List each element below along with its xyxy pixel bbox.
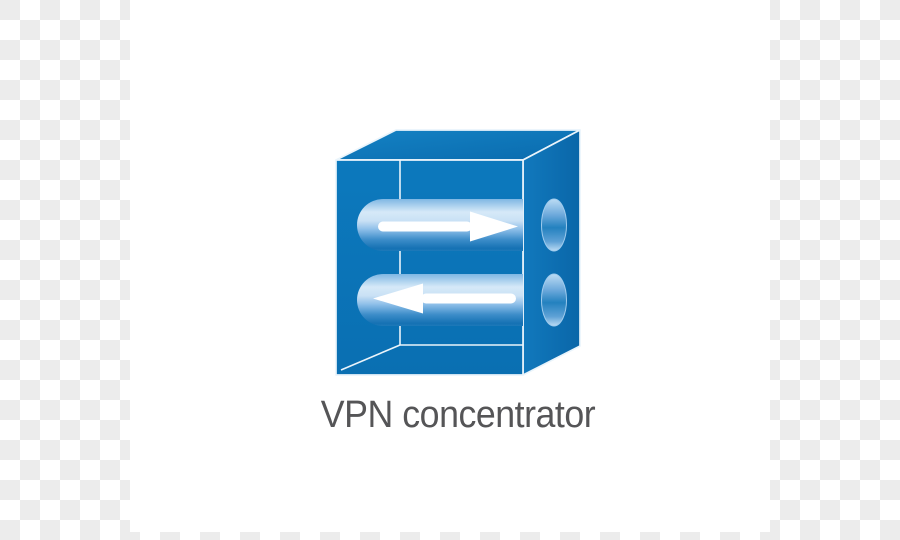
box-side-face xyxy=(522,129,581,376)
port-ellipse-top xyxy=(541,198,567,252)
arrow-right-icon xyxy=(378,211,518,242)
caption: VPN concentrator xyxy=(320,394,596,436)
port-ellipse-bottom xyxy=(541,273,567,327)
box-front-face xyxy=(335,159,524,376)
arrow-left-icon xyxy=(373,283,516,314)
